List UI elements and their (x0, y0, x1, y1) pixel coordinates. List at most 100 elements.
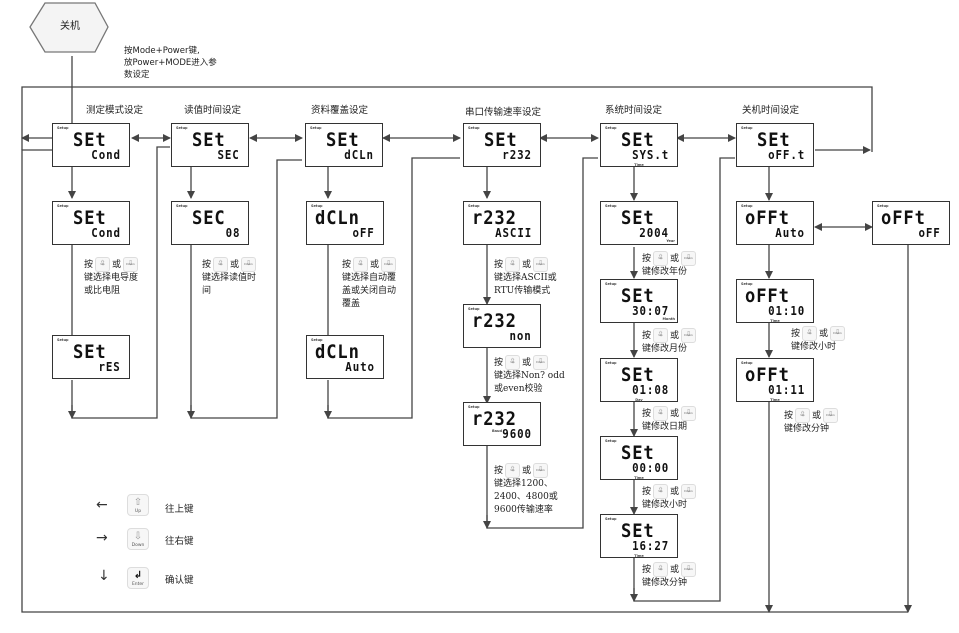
or-label: 或 (670, 565, 680, 575)
setup-tag: Setup (605, 361, 617, 365)
up-key-icon: ⇧Up (653, 406, 669, 421)
section-title-system-time: 系统时间设定 (605, 105, 663, 116)
lcd-line2: 08 (225, 226, 240, 240)
entry-note: 按Mode+Power键, 放Power+MODE进入参 数设定 (124, 45, 217, 81)
press-label: 按 (784, 411, 794, 421)
lcd-line2: 00:00 (631, 461, 669, 475)
lcd-line2: 01:08 (631, 383, 669, 397)
lcd-unit: Time (770, 319, 780, 323)
lcd-line2: rES (98, 360, 121, 374)
lcd-offt-hour[interactable]: Setup oFFt 01:10 Time (736, 279, 814, 323)
lcd-line2: SEC (217, 148, 240, 162)
lcd-dcln-a[interactable]: Setup dCLn oFF (306, 201, 384, 245)
lcd-line1: dCLn (315, 341, 360, 363)
lcd-line2: Cond (91, 226, 121, 240)
up-key-icon: ⇧Up (653, 484, 669, 499)
note-line: 键选择Non? odd (494, 371, 565, 381)
lcd-line2: SYS.t (631, 148, 669, 162)
up-key-icon: ⇧Up (802, 326, 818, 341)
setup-tag: Setup (468, 126, 480, 130)
lcd-sec-a[interactable]: Setup SEC 08 (171, 201, 249, 245)
lcd-line1: SEt (621, 520, 655, 542)
setup-tag: Setup (468, 405, 480, 409)
lcd-line2: oFF.t (767, 148, 805, 162)
lcd-sys-hour[interactable]: Setup SEt 00:00 Time (600, 436, 678, 480)
down-key-icon: ⇩Down (127, 528, 149, 550)
note-line: 键修改分钟 (784, 424, 830, 434)
lcd-dcln-top[interactable]: Setup SEt dCLn (305, 123, 383, 167)
down-key-icon: ⇩Down (533, 257, 549, 272)
lcd-r232-ascii[interactable]: Setup r232 ASCII (463, 201, 541, 245)
lcd-r232-baud[interactable]: Setup r232 Baud 9600 (463, 402, 541, 446)
lcd-cond-b[interactable]: Setup SEt rES (52, 335, 130, 379)
note-line: 键修改月份 (642, 344, 688, 354)
setup-tag: Setup (741, 126, 753, 130)
up-key-icon: ⇧Up (213, 257, 229, 272)
setup-tag: Setup (605, 204, 617, 208)
setup-tag: Setup (176, 126, 188, 130)
lcd-line1: SEt (73, 207, 107, 229)
lcd-sys-day[interactable]: Setup SEt 01:08 Day (600, 358, 678, 402)
lcd-sec-top[interactable]: Setup SEt SEC (171, 123, 249, 167)
setup-tag: Setup (57, 338, 69, 342)
lcd-unit: Time (634, 476, 644, 480)
setup-tag: Setup (468, 204, 480, 208)
down-key-icon: ⇩Down (823, 408, 839, 423)
lcd-line2: 16:27 (631, 539, 669, 553)
section-title-serial-baud: 串口传输速率设定 (465, 107, 542, 118)
lcd-sys-top[interactable]: Setup SEt SYS.t Time (600, 123, 678, 167)
lcd-line1: oFFt (745, 364, 790, 386)
lcd-dcln-b[interactable]: Setup dCLn Auto (306, 335, 384, 379)
lcd-sys-year[interactable]: Setup SEt 2004 Year (600, 201, 678, 245)
lcd-line1: SEt (621, 285, 655, 307)
lcd-line2: oFF (918, 226, 941, 240)
press-label: 按 (494, 260, 504, 270)
down-key-icon: ⇩Down (533, 355, 549, 370)
lcd-r232-top[interactable]: Setup SEt r232 (463, 123, 541, 167)
lcd-sys-minute[interactable]: Setup SEt 16:27 Time (600, 514, 678, 558)
setup-tag: Setup (741, 361, 753, 365)
enter-key-icon: ↲Enter (127, 567, 149, 589)
press-label: 按 (642, 409, 652, 419)
lcd-line2: Auto (775, 226, 805, 240)
lcd-line1: oFFt (745, 285, 790, 307)
lcd-sys-month[interactable]: Setup SEt 30:07 Month (600, 279, 678, 323)
setup-tag: Setup (741, 282, 753, 286)
down-key-icon: ⇩Down (681, 406, 697, 421)
lcd-cond-top[interactable]: Setup SEt Cond (52, 123, 130, 167)
lcd-line1: SEt (73, 129, 107, 151)
down-key-icon: ⇩Down (681, 484, 697, 499)
section-title-measure-mode: 测定模式设定 (86, 105, 144, 116)
up-key-icon: ⇧Up (353, 257, 369, 272)
lcd-unit: Time (634, 554, 644, 558)
lcd-line1: oFFt (881, 207, 926, 229)
or-label: 或 (522, 466, 532, 476)
left-arrow-icon: ← (96, 497, 108, 513)
or-label: 或 (522, 358, 532, 368)
lcd-line2: 9600 (502, 427, 532, 441)
lcd-offt-minute[interactable]: Setup oFFt 01:11 Time (736, 358, 814, 402)
lcd-line1: SEt (621, 129, 655, 151)
legend-label-up: 往上键 (165, 504, 194, 515)
up-key-icon: ⇧Up (653, 251, 669, 266)
lcd-cond-a[interactable]: Setup SEt Cond (52, 201, 130, 245)
or-label: 或 (670, 409, 680, 419)
lcd-r232-parity[interactable]: Setup r232 non (463, 304, 541, 348)
or-label: 或 (819, 329, 829, 339)
up-key-icon: ⇧Up (505, 355, 521, 370)
or-label: 或 (112, 260, 122, 270)
down-arrow-icon: ↓ (98, 568, 110, 584)
setup-tag: Setup (57, 204, 69, 208)
note-line: 键修改小时 (791, 342, 837, 352)
lcd-offt-top[interactable]: Setup SEt oFF.t (736, 123, 814, 167)
down-key-icon: ⇩Down (830, 326, 846, 341)
down-key-icon: ⇩Down (681, 328, 697, 343)
lcd-offt-auto[interactable]: Setup oFFt Auto (736, 201, 814, 245)
press-label: 按 (494, 358, 504, 368)
lcd-offt-off[interactable]: Setup oFFt oFF (872, 201, 950, 245)
